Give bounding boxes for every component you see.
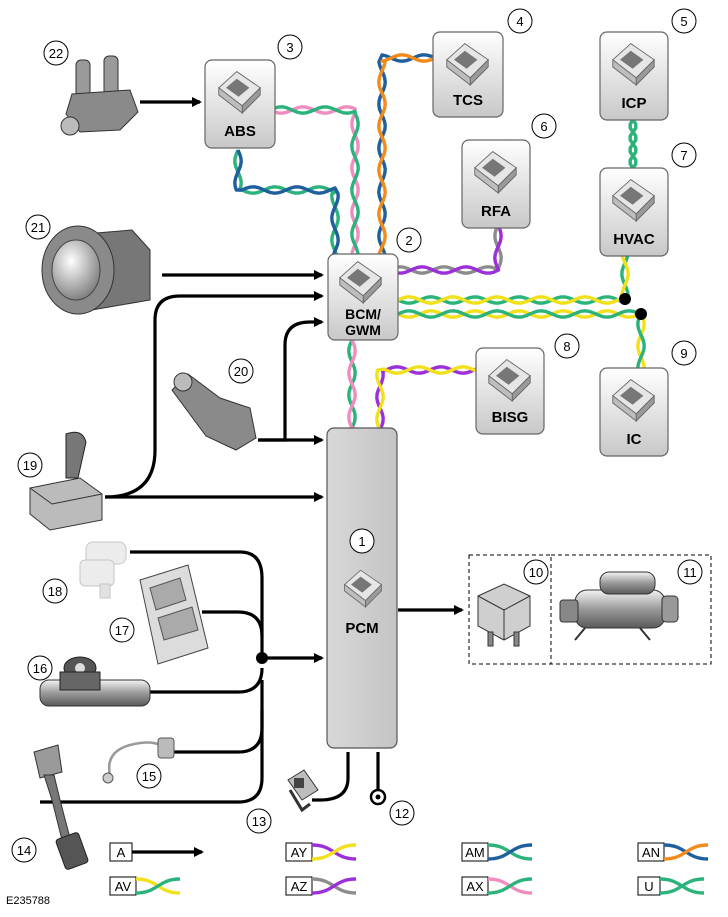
sensor-icon bbox=[79, 541, 127, 599]
callout-number: 8 bbox=[563, 339, 570, 354]
module-label: TCS bbox=[453, 92, 483, 109]
tcs-module: TCS 4 bbox=[432, 8, 533, 118]
callout-number: 22 bbox=[49, 46, 63, 61]
callout-number: 21 bbox=[31, 220, 45, 235]
callout-number: 18 bbox=[48, 584, 62, 599]
legend-code: AN bbox=[642, 845, 660, 860]
callout-number: 15 bbox=[142, 769, 156, 784]
callout-number: 10 bbox=[529, 565, 543, 580]
ecu-chip-icon bbox=[488, 359, 531, 403]
callout-number: 20 bbox=[234, 364, 248, 379]
switch-icon bbox=[171, 372, 257, 451]
starter-motor-icon bbox=[559, 571, 679, 641]
sensor-icon bbox=[102, 737, 175, 784]
ecu-chip-icon bbox=[339, 261, 382, 305]
ecu-chip-icon bbox=[612, 43, 655, 87]
module-label: HVAC bbox=[613, 231, 655, 248]
legend-code: A bbox=[117, 845, 126, 860]
ic-module: IC 9 bbox=[599, 340, 697, 457]
callout-number: 14 bbox=[17, 843, 31, 858]
module-label: ABS bbox=[224, 123, 256, 140]
bus-bcm-pcm-ax bbox=[347, 339, 357, 431]
callout-number: 11 bbox=[683, 565, 697, 580]
legend-item-u: U bbox=[637, 876, 705, 896]
hvac-module: HVAC 7 bbox=[599, 142, 697, 257]
module-label: IC bbox=[627, 431, 642, 448]
bus-pcm-bisg-ay bbox=[375, 365, 477, 431]
bus-abs-bcm-am bbox=[233, 149, 340, 257]
legend-code: AV bbox=[115, 879, 132, 894]
callout-number: 4 bbox=[516, 14, 523, 29]
fuse-box-icon bbox=[139, 564, 209, 665]
wiring-legend: A AV AY AZ AM AX AN U bbox=[109, 842, 709, 896]
relay-starter-group: 10 11 bbox=[468, 554, 712, 665]
module-label: ICP bbox=[621, 95, 646, 112]
abs-module: ABS 3 bbox=[204, 34, 303, 149]
hardwired-connections bbox=[40, 97, 464, 804]
module-label: BISG bbox=[492, 409, 529, 426]
network-buses bbox=[233, 53, 646, 431]
bcm-gwm-module: BCM/ GWM 2 bbox=[327, 227, 422, 341]
ecu-chip-icon bbox=[218, 71, 261, 115]
ecu-chip-icon bbox=[474, 151, 517, 195]
callout-number: 13 bbox=[252, 814, 266, 829]
switch-icon bbox=[60, 55, 139, 136]
ecu-chip-icon bbox=[612, 179, 655, 223]
relay-icon bbox=[477, 583, 531, 647]
callout-number: 5 bbox=[680, 14, 687, 29]
legend-code: U bbox=[644, 879, 653, 894]
legend-code: AM bbox=[465, 845, 485, 860]
bus-bcm-ic-av bbox=[397, 309, 646, 369]
splice-dot bbox=[619, 293, 631, 305]
ecu-chip-icon bbox=[446, 43, 489, 87]
pcm-module: 1 PCM bbox=[326, 427, 398, 749]
legend-item-ay: AY bbox=[285, 842, 357, 862]
callout-number: 1 bbox=[358, 534, 365, 549]
accelerator-pedal-icon bbox=[33, 744, 89, 870]
module-label: GWM bbox=[345, 322, 381, 338]
splice-dot bbox=[256, 652, 268, 664]
legend-item-ax: AX bbox=[461, 876, 533, 896]
bus-icp-hvac-u bbox=[628, 119, 638, 169]
legend-item-az: AZ bbox=[285, 876, 357, 896]
fuse-icon bbox=[287, 769, 319, 813]
callout-number: 7 bbox=[680, 148, 687, 163]
legend-code: AX bbox=[466, 879, 484, 894]
module-label: BCM/ bbox=[345, 306, 381, 322]
callout-number: 17 bbox=[115, 623, 129, 638]
bus-abs-bcm-ax bbox=[269, 105, 360, 257]
legend-item-av: AV bbox=[109, 876, 181, 896]
legend-code: AY bbox=[291, 845, 308, 860]
ground-icon bbox=[369, 788, 387, 806]
callout-number: 2 bbox=[405, 233, 412, 248]
callout-number: 19 bbox=[23, 458, 37, 473]
bus-rfa-bcm-az bbox=[398, 224, 503, 275]
callout-number: 12 bbox=[395, 806, 409, 821]
position-sensor-icon bbox=[39, 656, 151, 707]
legend-item-am: AM bbox=[461, 842, 533, 862]
legend-item-an: AN bbox=[637, 842, 709, 862]
callout-number: 3 bbox=[286, 40, 293, 55]
module-label: RFA bbox=[481, 203, 511, 220]
callout-number: 16 bbox=[33, 661, 47, 676]
ecu-chip-icon bbox=[343, 569, 383, 608]
bisg-module: BISG 8 bbox=[475, 333, 580, 435]
bus-bcm-hvac-av bbox=[397, 254, 630, 305]
gear-selector-icon bbox=[29, 431, 103, 531]
splice-dot bbox=[635, 308, 647, 320]
module-label: PCM bbox=[345, 620, 378, 637]
figure-reference: E235788 bbox=[6, 895, 50, 907]
ecu-chip-icon bbox=[612, 379, 655, 423]
bus-tcs-bcm-an bbox=[377, 53, 436, 257]
legend-item-a: A bbox=[109, 842, 204, 862]
callout-number: 6 bbox=[540, 119, 547, 134]
legend-code: AZ bbox=[291, 879, 308, 894]
rfa-module: RFA 6 bbox=[461, 113, 557, 229]
icp-module: ICP 5 bbox=[599, 8, 697, 121]
start-button-icon bbox=[41, 225, 151, 315]
callout-number: 9 bbox=[680, 346, 687, 361]
